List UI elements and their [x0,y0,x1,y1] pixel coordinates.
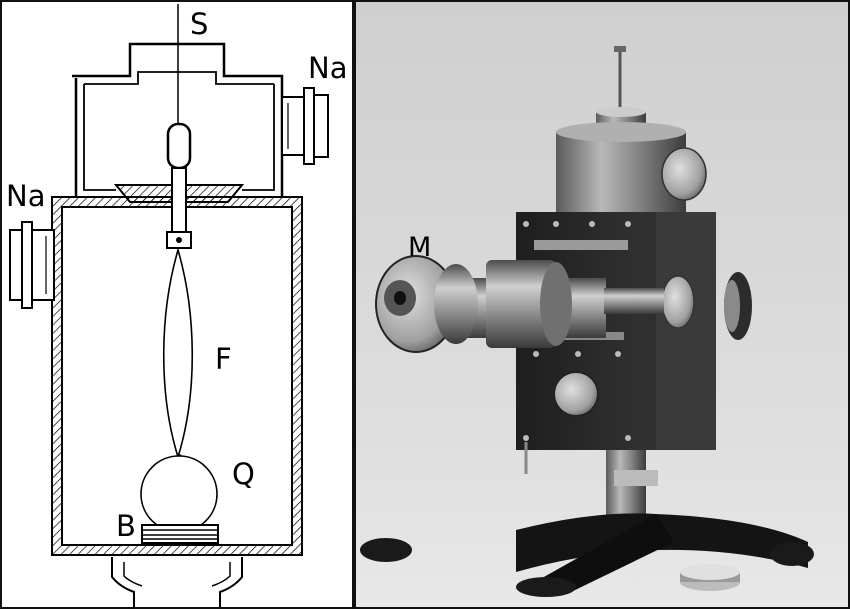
label-b: B [116,509,136,543]
upper-chamber-inner-right [242,84,275,191]
apparatus-photo-rendering [356,2,848,607]
apparatus-photograph: M [356,2,848,607]
torsion-head [166,122,192,170]
quartz-fiber [162,247,194,460]
bottom-stem [111,557,243,607]
schematic-diagram: S Na Na F Q B [2,2,352,607]
photo-tripod-base [360,513,814,597]
photo-lower-column [606,450,646,524]
label-s: S [190,7,209,41]
label-f: F [215,342,232,376]
photo-upper-knob [661,147,707,201]
upper-chamber-inner-left [83,84,116,191]
main-chamber [51,196,303,556]
label-na-left: Na [6,179,46,213]
photo-front-window [553,371,599,417]
quartz-sphere [140,455,218,533]
schematic-drawing [9,4,329,607]
torsion-rod [171,167,187,233]
sodium-port-upper [281,87,329,165]
label-q: Q [232,457,255,491]
sodium-port-left [9,221,55,309]
panel-divider [352,2,356,607]
photo-microscope-tube [375,255,664,353]
top-cap [128,42,226,66]
label-na-upper: Na [308,51,348,85]
label-m: M [408,232,432,263]
base-block [141,524,219,544]
upper-chamber-inner-top [84,71,274,85]
